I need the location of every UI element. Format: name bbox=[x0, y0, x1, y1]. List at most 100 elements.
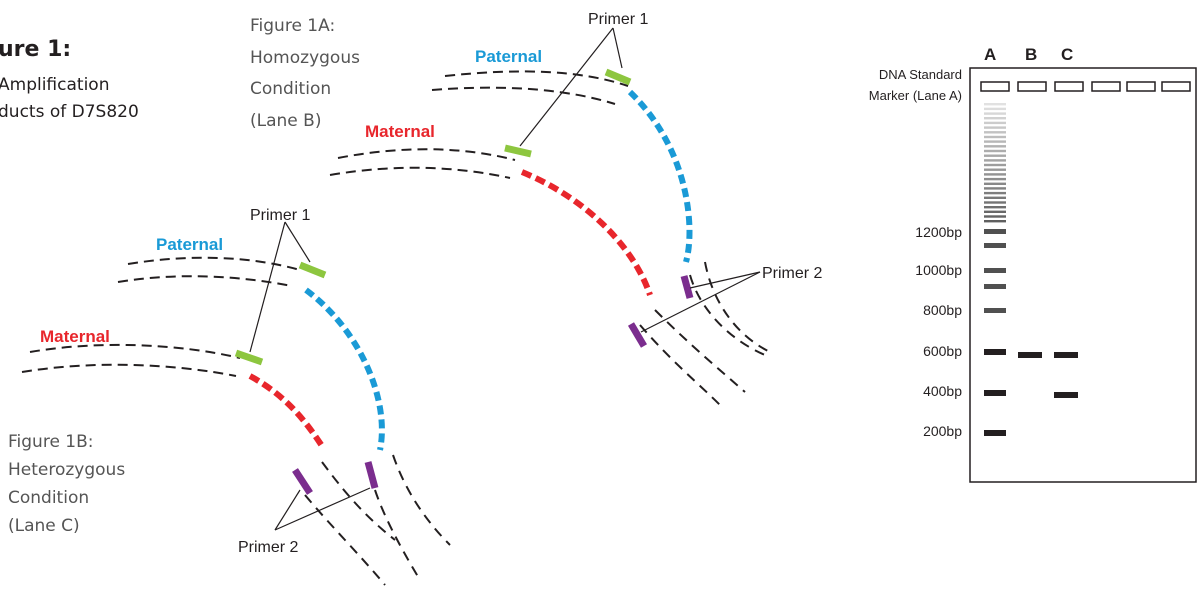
1a-maternal-tail-a bbox=[639, 324, 721, 406]
gel-ladder-fine bbox=[984, 103, 1006, 223]
1b-paternal-segment bbox=[304, 287, 385, 451]
figure-1b-caption-line-4: (Lane C) bbox=[8, 516, 80, 536]
1a-maternal-segment bbox=[520, 169, 653, 296]
figure-1b-diagram: Paternal Maternal Primer 1 Primer 2 bbox=[21, 207, 451, 586]
1a-primer2-label: Primer 2 bbox=[762, 265, 823, 282]
figure-1a-caption-line-2: Homozygous bbox=[250, 48, 360, 68]
1a-paternal-strand-top bbox=[444, 70, 629, 87]
lane-c-band-400 bbox=[1054, 392, 1078, 398]
ladder-fine-band bbox=[984, 206, 1006, 209]
ladder-fine-band bbox=[984, 173, 1006, 176]
gel-lane-header-c: C bbox=[1061, 45, 1073, 64]
1a-maternal-label: Maternal bbox=[365, 122, 435, 141]
1b-primer2-label: Primer 2 bbox=[238, 539, 299, 556]
ladder-fine-band bbox=[984, 177, 1006, 181]
ladder-fine-band bbox=[984, 126, 1006, 129]
1b-primer1-paternal bbox=[298, 261, 327, 279]
gel-well-d bbox=[1091, 81, 1121, 92]
ladder-fine-band bbox=[984, 131, 1006, 134]
figure-1a-caption-line-4: (Lane B) bbox=[250, 111, 321, 131]
1b-maternal-strand-bottom bbox=[21, 363, 237, 377]
ladder-fine-band bbox=[984, 187, 1006, 190]
gel-box bbox=[969, 67, 1197, 483]
1b-paternal-strand-bottom bbox=[117, 275, 293, 287]
figure-1b-caption-line-1: Figure 1B: bbox=[8, 432, 94, 452]
gel-well-f bbox=[1161, 81, 1191, 92]
ladder-fine-band bbox=[984, 154, 1006, 157]
1b-paternal-tail-b bbox=[392, 454, 451, 546]
figure-1b-caption: Figure 1B: Heterozygous Condition (Lane … bbox=[8, 432, 125, 536]
figure-1b-caption-line-2: Heterozygous bbox=[8, 460, 125, 480]
figure-title: ure 1: bbox=[0, 37, 71, 62]
1b-primer2-leader-b bbox=[274, 487, 371, 531]
lane-c-band-600 bbox=[1054, 352, 1078, 358]
1b-primer2-maternal bbox=[292, 468, 313, 495]
gel-marker-label-line-1: DNA Standard bbox=[879, 67, 962, 82]
ladder-band-200 bbox=[984, 430, 1006, 436]
1a-primer2-maternal bbox=[627, 322, 648, 348]
figure-1a-diagram: Paternal Maternal Primer 1 Primer 2 bbox=[329, 11, 823, 406]
1b-maternal-tail-a bbox=[304, 494, 386, 586]
1b-paternal-label: Paternal bbox=[156, 235, 223, 254]
gel-bp-label-600: 600bp bbox=[923, 343, 962, 359]
ladder-band-1200-b bbox=[984, 243, 1006, 248]
figure-1a-caption-line-1: Figure 1A: bbox=[250, 16, 335, 36]
ladder-fine-band bbox=[984, 140, 1006, 143]
ladder-fine-band bbox=[984, 117, 1006, 120]
gel-panel: A B C DNA Standard Marker (Lane A) bbox=[869, 45, 1197, 483]
ladder-band-400 bbox=[984, 390, 1006, 396]
1a-primer1-label: Primer 1 bbox=[588, 11, 649, 28]
ladder-band-600 bbox=[984, 349, 1006, 355]
gel-ladder-bands bbox=[984, 229, 1006, 313]
1b-primer1-label: Primer 1 bbox=[250, 207, 311, 224]
ladder-band-1200-a bbox=[984, 229, 1006, 234]
ladder-fine-band bbox=[984, 182, 1006, 185]
1a-paternal-strand-bottom bbox=[431, 86, 616, 105]
gel-bp-label-800: 800bp bbox=[923, 302, 962, 318]
1b-maternal-segment bbox=[248, 373, 325, 448]
figure-1b-caption-line-3: Condition bbox=[8, 488, 89, 508]
gel-wells bbox=[980, 81, 1191, 92]
ladder-band-1000 bbox=[984, 268, 1006, 273]
1a-primer1-leader-a bbox=[519, 27, 614, 147]
1a-paternal-segment bbox=[627, 89, 693, 263]
figure-subtitle-line-1: Amplification bbox=[0, 75, 109, 95]
gel-lane-header-a: A bbox=[984, 45, 996, 64]
1a-primer2-leader-a bbox=[689, 271, 761, 289]
figure-1a-caption-line-3: Condition bbox=[250, 79, 331, 99]
1b-maternal-tail-b bbox=[321, 461, 396, 541]
gel-well-b bbox=[1017, 81, 1047, 92]
ladder-band-900 bbox=[984, 284, 1006, 289]
gel-well-e bbox=[1126, 81, 1156, 92]
figure-1a-caption: Figure 1A: Homozygous Condition (Lane B) bbox=[250, 16, 360, 131]
1b-primer1-maternal bbox=[234, 349, 264, 366]
1b-primer1-leader-b bbox=[284, 221, 311, 263]
ladder-fine-band bbox=[984, 163, 1006, 167]
1a-primer1-paternal bbox=[604, 68, 632, 86]
ladder-band-800 bbox=[984, 308, 1006, 313]
ladder-fine-band bbox=[984, 168, 1006, 171]
gel-bp-label-400: 400bp bbox=[923, 383, 962, 399]
1b-paternal-tail-a bbox=[374, 489, 421, 581]
1b-paternal-strand-top bbox=[127, 256, 301, 271]
ladder-fine-band bbox=[984, 107, 1006, 111]
ladder-fine-band bbox=[984, 201, 1006, 204]
1a-paternal-label: Paternal bbox=[475, 47, 542, 66]
figure-title-block: ure 1: Amplification ducts of D7S820 bbox=[0, 37, 139, 122]
ladder-fine-band bbox=[984, 159, 1006, 162]
1b-primer2-leader-a bbox=[274, 489, 301, 531]
gel-bp-label-1200: 1200bp bbox=[915, 224, 962, 240]
ladder-fine-band bbox=[984, 196, 1006, 199]
gel-lane-header-b: B bbox=[1025, 45, 1037, 64]
1b-primer1-leader-a bbox=[249, 221, 286, 353]
lane-b-band-600 bbox=[1018, 352, 1042, 358]
gel-ladder-bands-dark bbox=[984, 349, 1006, 436]
figure-subtitle-line-2: ducts of D7S820 bbox=[0, 102, 139, 122]
1b-primer2-paternal bbox=[364, 461, 379, 489]
1a-paternal-tail-a bbox=[689, 274, 766, 356]
ladder-fine-band bbox=[984, 145, 1006, 148]
1a-maternal-tail-b bbox=[654, 309, 746, 393]
ladder-fine-band bbox=[984, 191, 1006, 195]
gel-well-a bbox=[980, 81, 1010, 92]
